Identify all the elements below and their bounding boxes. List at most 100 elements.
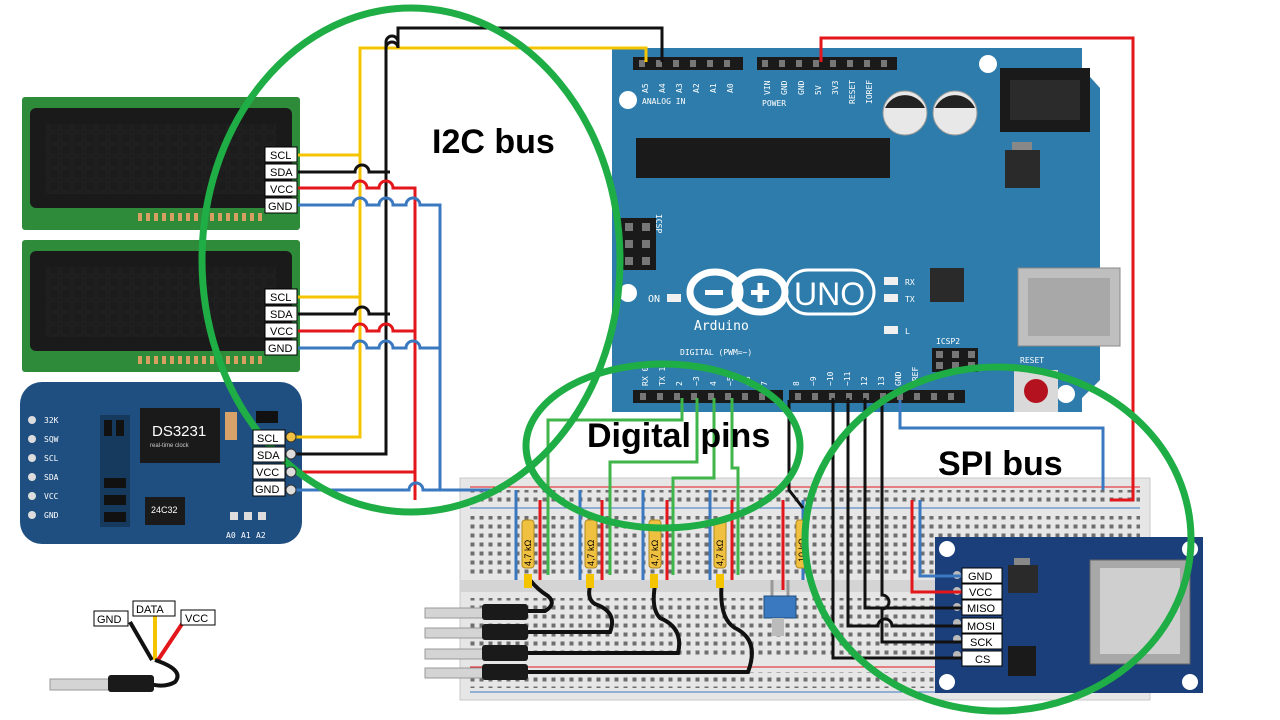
- digital-pin-tx1: TX 1: [658, 367, 667, 386]
- lcd1-pin-gnd: GND: [268, 201, 293, 213]
- lcd1-pin-sda: SDA: [270, 167, 293, 179]
- sd-pin-sck: SCK: [970, 637, 993, 649]
- rtc-pin-vcc: VCC: [256, 467, 279, 479]
- rx-led-label: RX: [905, 278, 915, 287]
- analog-pin-a5: A5: [641, 83, 650, 93]
- rtc-left-pin-1: SQW: [44, 435, 59, 444]
- lcd2-pin-gnd: GND: [268, 343, 293, 355]
- i2c-bus-circle: [198, 4, 624, 516]
- power-header-title: POWER: [762, 99, 786, 108]
- arduino-brand: Arduino: [694, 319, 749, 334]
- resistor-3: 4,7 kΩ: [648, 519, 662, 569]
- arduino-model: UNO: [794, 276, 865, 312]
- rtc-module: 32K SQW SCL SDA VCC GND DS3231 real-time…: [20, 382, 302, 544]
- lcd-display-1: [22, 97, 300, 230]
- sensor-pin-labels: GND DATA VCC: [93, 600, 216, 627]
- analog-header-title: ANALOG IN: [642, 97, 686, 106]
- rtc-pin-sda: SDA: [257, 450, 280, 462]
- rtc-eeprom: 24C32: [151, 505, 178, 515]
- digital-pin-8: 8: [792, 381, 801, 386]
- sensor-pin-gnd: GND: [97, 614, 122, 626]
- temperature-probes: [424, 574, 754, 680]
- rtc-left-pin-5: GND: [44, 511, 59, 520]
- digital-pin-gnd: GND: [894, 371, 903, 386]
- lcd1-pin-scl: SCL: [270, 150, 291, 162]
- reset-label: RESET: [1020, 356, 1044, 365]
- rtc-addr-pin-0: A0: [226, 531, 236, 540]
- sd-pin-vcc: VCC: [969, 587, 992, 599]
- lcd2-pin-scl: SCL: [270, 292, 291, 304]
- digital-pins-circle: [522, 360, 804, 532]
- sd-pin-labels: GND VCC MISO MOSI SCK CS: [961, 567, 1003, 667]
- resistor-4-value: 4,7 kΩ: [715, 539, 725, 566]
- sd-pin-mosi: MOSI: [967, 621, 995, 633]
- rtc-addr-pin-1: A1: [241, 531, 251, 540]
- digital-pins-label: Digital pins: [587, 417, 770, 455]
- i2c-bus-label: I2C bus: [432, 123, 555, 161]
- sd-pin-miso: MISO: [967, 603, 996, 615]
- digital-pin-2: 2: [675, 381, 684, 386]
- icsp2-label: ICSP2: [936, 337, 960, 346]
- digital-pin-9: ~9: [809, 376, 818, 386]
- sd-pin-cs: CS: [975, 654, 990, 666]
- digital-header-title: DIGITAL (PWM=~): [680, 348, 752, 357]
- rtc-left-pin-0: 32K: [44, 416, 59, 425]
- digital-pin-3: ~3: [692, 376, 701, 386]
- sensor-pin-data: DATA: [136, 604, 164, 616]
- power-pin-5v: 5V: [814, 85, 823, 95]
- digital-pin-10: ~10: [826, 371, 835, 386]
- icsp-label: ICSP: [654, 214, 663, 233]
- resistor-2: 4,7 kΩ: [584, 519, 598, 569]
- rtc-left-pin-2: SCL: [44, 454, 59, 463]
- analog-pin-a2: A2: [692, 83, 701, 93]
- rtc-chip-subtitle: real-time clock: [150, 443, 190, 449]
- analog-pin-a4: A4: [658, 83, 667, 93]
- rtc-chip-name: DS3231: [152, 423, 206, 440]
- sensor-pin-vcc: VCC: [185, 613, 208, 625]
- rtc-addr-pin-2: A2: [256, 531, 266, 540]
- spi-bus-label: SPI bus: [938, 445, 1063, 483]
- power-pin-reset: RESET: [848, 80, 857, 104]
- power-pin-vin: VIN: [763, 80, 772, 95]
- sd-pin-gnd: GND: [968, 571, 993, 583]
- power-pin-gnd-1: GND: [780, 80, 789, 95]
- digital-pin-12: 12: [860, 376, 869, 386]
- lcd1-pin-labels: SCL SDA VCC GND: [264, 146, 298, 214]
- lcd2-pin-sda: SDA: [270, 309, 293, 321]
- resistor-2-value: 4,7 kΩ: [586, 539, 596, 566]
- resistor-1: 4,7 kΩ: [521, 519, 535, 569]
- resistor-1-value: 4,7 kΩ: [523, 539, 533, 566]
- digital-pin-aref: AREF: [911, 367, 920, 386]
- resistor-3-value: 4,7 kΩ: [650, 539, 660, 566]
- wires: [290, 26, 1135, 660]
- lcd2-pin-vcc: VCC: [270, 326, 293, 338]
- spi-bus-circle: [801, 363, 1195, 715]
- digital-pin-5: ~5: [726, 376, 735, 386]
- lcd-display-2: [22, 240, 300, 372]
- power-pin-gnd-2: GND: [797, 80, 806, 95]
- on-led-label: ON: [648, 294, 660, 305]
- resistor-4: 4,7 kΩ: [713, 519, 727, 569]
- analog-pin-a0: A0: [726, 83, 735, 93]
- lcd2-pin-labels: SCL SDA VCC GND: [264, 288, 298, 356]
- power-pin-3v3: 3V3: [831, 80, 840, 95]
- digital-pin-11: ~11: [843, 371, 852, 386]
- digital-pin-7: 7: [760, 381, 769, 386]
- rtc-pin-labels: SCL SDA VCC GND: [252, 429, 297, 497]
- tactile-switch: [763, 580, 797, 636]
- analog-pin-a1: A1: [709, 83, 718, 93]
- arduino-uno-board: A5 A4 A3 A2 A1 A0 ANALOG IN VIN GND GND …: [612, 48, 1121, 412]
- lcd1-pin-vcc: VCC: [270, 184, 293, 196]
- power-pin-ioref: IOREF: [865, 80, 874, 104]
- rtc-pin-scl: SCL: [257, 433, 278, 445]
- digital-pin-4: 4: [709, 381, 718, 386]
- analog-pin-a3: A3: [675, 83, 684, 93]
- sensor-wire-legend: [49, 616, 184, 692]
- tx-led-label: TX: [905, 295, 915, 304]
- l-led-label: L: [905, 327, 910, 336]
- digital-pin-rx0: RX 0: [641, 367, 650, 386]
- digital-pin-13: 13: [877, 376, 886, 386]
- rtc-left-pin-4: VCC: [44, 492, 59, 501]
- rtc-pin-gnd: GND: [255, 484, 280, 496]
